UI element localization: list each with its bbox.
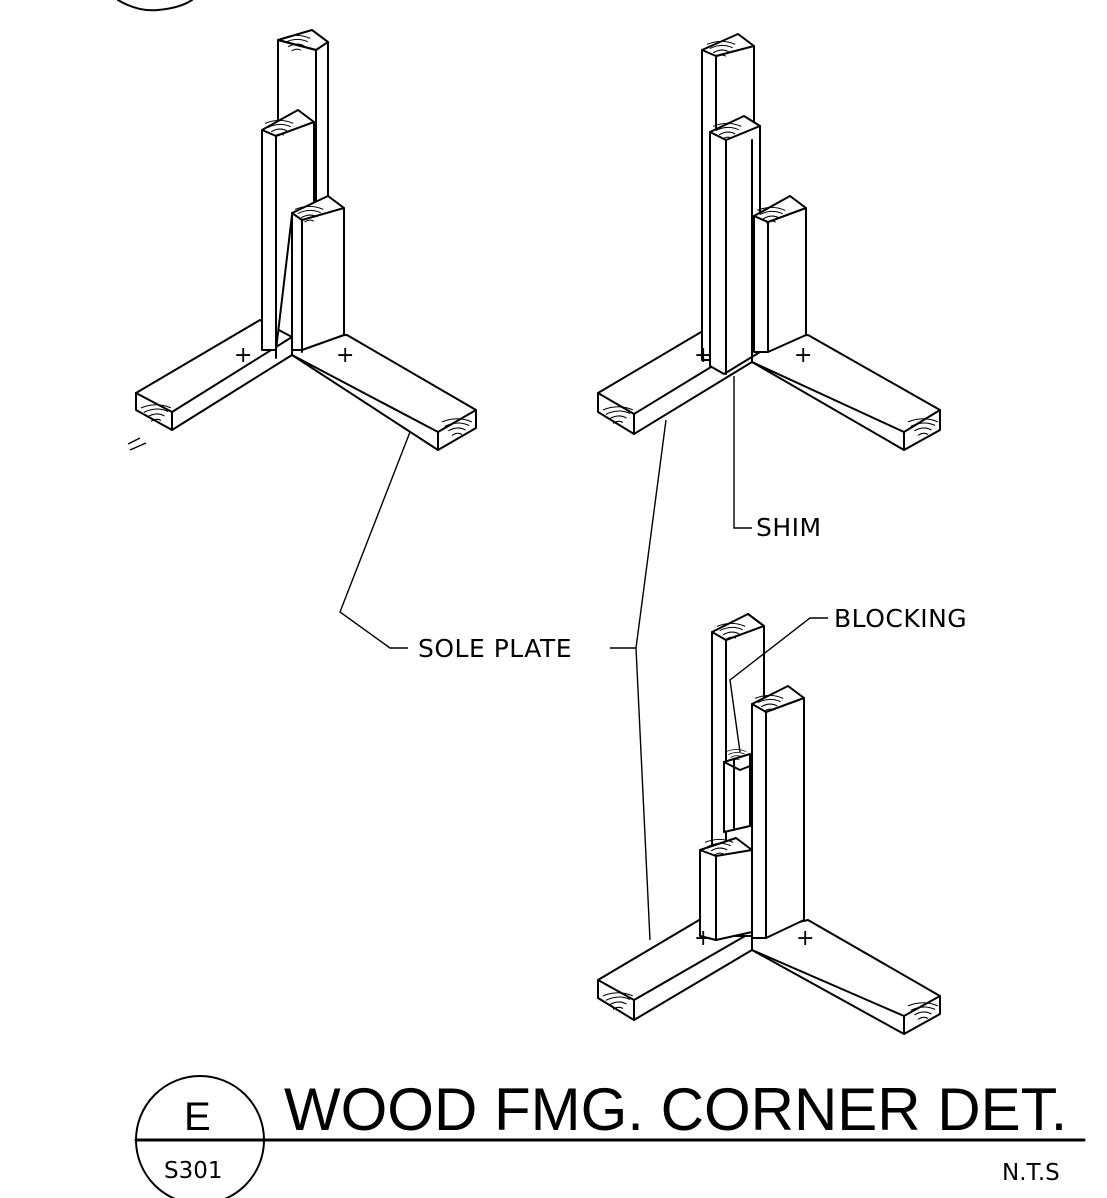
detail-marker-sheet: S301 — [164, 1158, 223, 1184]
blocking-callout: BLOCKING — [729, 604, 967, 753]
scale-note: N.T.S — [1002, 1160, 1060, 1186]
corner-assembly-3: + + — [597, 613, 941, 1035]
nail-mark: + — [694, 926, 712, 951]
stray-mark — [127, 437, 147, 451]
sole-plate-label: SOLE PLATE — [418, 634, 572, 663]
nail-mark: + — [796, 926, 814, 951]
nail-mark: + — [336, 343, 354, 368]
sole-plate-callout: SOLE PLATE — [339, 419, 667, 941]
corner-assembly-1: + + — [135, 29, 477, 451]
detail-marker-letter: E — [184, 1095, 211, 1139]
shim-label: SHIM — [756, 513, 822, 542]
detail-title-block: E S301 WOOD FMG. CORNER DET. N.T.S — [134, 1075, 1086, 1198]
cropped-detail-circle — [117, 0, 193, 12]
corner-assembly-2: + + — [597, 33, 941, 451]
nail-mark: + — [794, 343, 812, 368]
page-title: WOOD FMG. CORNER DET. — [284, 1076, 1067, 1143]
nail-mark: + — [694, 343, 712, 368]
shim-callout: SHIM — [733, 376, 822, 542]
blocking-label: BLOCKING — [834, 604, 967, 633]
nail-mark: + — [234, 343, 252, 368]
